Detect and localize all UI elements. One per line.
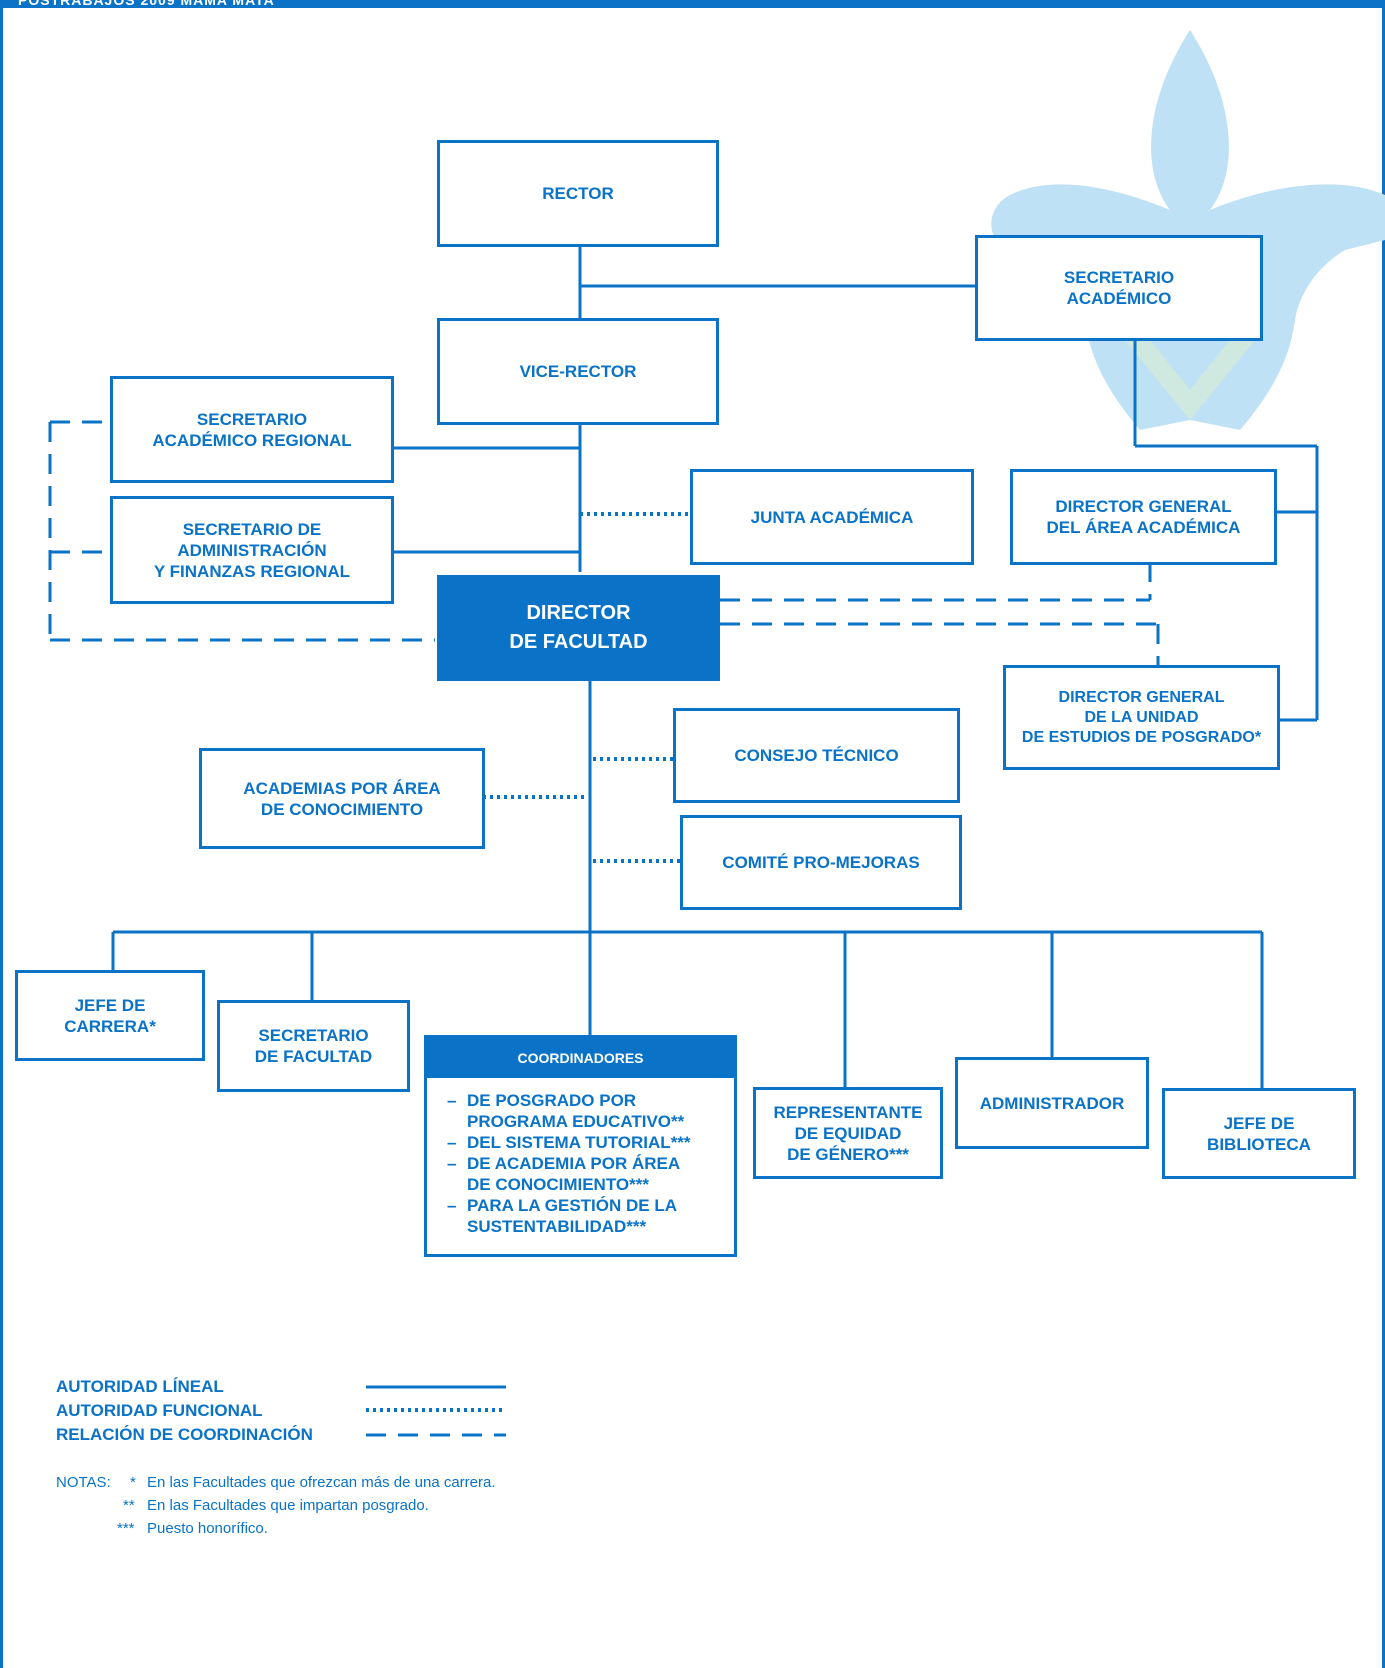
- frame-right-border: [1382, 8, 1385, 1668]
- note-3-mark: ***: [117, 1520, 135, 1537]
- note-2-text: En las Facultades que impartan posgrado.: [147, 1497, 429, 1514]
- coordinador-item: DEL SISTEMA TUTORIAL***: [467, 1133, 691, 1152]
- director-general-area-label: DIRECTOR GENERAL DEL ÁREA ACADÉMICA: [1046, 497, 1241, 537]
- representante-label: REPRESENTANTE DE EQUIDAD DE GÉNERO***: [773, 1102, 923, 1164]
- jefe-carrera-label: JEFE DE CARRERA*: [64, 995, 156, 1036]
- header-title: POSTRABAJOS 2009 MAMA MATA: [18, 0, 275, 8]
- comite-label: COMITÉ PRO-MEJORAS: [722, 853, 920, 872]
- box-coordinadores: COORDINADORES –DE POSGRADO POR PROGRAMA …: [424, 1035, 737, 1257]
- director-facultad-label: DIRECTOR DE FACULTAD: [509, 602, 648, 653]
- legend-coordinacion-label: RELACIÓN DE COORDINACIÓN: [56, 1425, 313, 1444]
- legend-lineal-label: AUTORIDAD LÍNEAL: [56, 1377, 224, 1396]
- box-director-general-area: DIRECTOR GENERAL DEL ÁREA ACADÉMICA: [1010, 469, 1277, 565]
- list-item: –DE POSGRADO POR PROGRAMA EDUCATIVO**: [447, 1091, 685, 1131]
- box-rector: RECTOR: [437, 140, 719, 247]
- note-3-text: Puesto honorífico.: [147, 1520, 268, 1537]
- box-comite: COMITÉ PRO-MEJORAS: [680, 815, 962, 910]
- box-consejo-tecnico: CONSEJO TÉCNICO: [673, 708, 960, 803]
- box-secretario-academico: SECRETARIO ACADÉMICO: [975, 235, 1263, 341]
- list-item: –DEL SISTEMA TUTORIAL***: [447, 1133, 691, 1152]
- frame-left-border: [0, 8, 3, 1668]
- consejo-tecnico-label: CONSEJO TÉCNICO: [734, 746, 899, 765]
- junta-academica-label: JUNTA ACADÉMICA: [750, 507, 914, 527]
- flower-logo-icon: [991, 30, 1385, 430]
- secretario-academico-regional-label: SECRETARIO ACADÉMICO REGIONAL: [152, 409, 352, 450]
- academias-label: ACADEMIAS POR ÁREA DE CONOCIMIENTO: [243, 778, 441, 819]
- director-general-posgrado-label: DIRECTOR GENERAL DE LA UNIDAD DE ESTUDIO…: [1021, 688, 1262, 746]
- legend-funcional-label: AUTORIDAD FUNCIONAL: [56, 1401, 263, 1420]
- box-administrador: ADMINISTRADOR: [955, 1057, 1149, 1149]
- note-2-mark: **: [123, 1497, 135, 1514]
- box-jefe-carrera: JEFE DE CARRERA*: [15, 970, 205, 1061]
- coordinadores-title: COORDINADORES: [427, 1038, 734, 1078]
- header-bar: POSTRABAJOS 2009 MAMA MATA: [0, 0, 1385, 8]
- box-secretario-academico-regional: SECRETARIO ACADÉMICO REGIONAL: [110, 376, 394, 483]
- box-secretario-admin-finanzas: SECRETARIO DE ADMINISTRACIÓN Y FINANZAS …: [110, 496, 394, 604]
- coordinador-item: DE ACADEMIA POR ÁREA DE CONOCIMIENTO***: [467, 1154, 681, 1194]
- box-director-facultad: DIRECTOR DE FACULTAD: [437, 575, 720, 681]
- secretario-admin-finanzas-label: SECRETARIO DE ADMINISTRACIÓN Y FINANZAS …: [153, 519, 351, 581]
- box-secretario-facultad: SECRETARIO DE FACULTAD: [217, 1000, 410, 1092]
- secretario-facultad-label: SECRETARIO DE FACULTAD: [254, 1026, 373, 1066]
- note-1-text: En las Facultades que ofrezcan más de un…: [147, 1474, 496, 1491]
- box-academias: ACADEMIAS POR ÁREA DE CONOCIMIENTO: [199, 748, 485, 849]
- list-item: –DE ACADEMIA POR ÁREA DE CONOCIMIENTO***: [447, 1154, 681, 1194]
- list-item: –PARA LA GESTIÓN DE LA SUSTENTABILIDAD**…: [447, 1196, 677, 1236]
- box-representante: REPRESENTANTE DE EQUIDAD DE GÉNERO***: [753, 1087, 943, 1179]
- notes-label: NOTAS:: [56, 1474, 111, 1491]
- coordinadores-list: –DE POSGRADO POR PROGRAMA EDUCATIVO** –D…: [427, 1078, 734, 1237]
- coordinador-item: DE POSGRADO POR PROGRAMA EDUCATIVO**: [467, 1091, 685, 1131]
- coordinador-item: PARA LA GESTIÓN DE LA SUSTENTABILIDAD***: [467, 1196, 677, 1236]
- box-director-general-posgrado: DIRECTOR GENERAL DE LA UNIDAD DE ESTUDIO…: [1003, 665, 1280, 770]
- note-1-mark: *: [130, 1474, 136, 1491]
- rector-label: RECTOR: [542, 184, 614, 203]
- administrador-label: ADMINISTRADOR: [979, 1093, 1125, 1113]
- box-jefe-biblioteca: JEFE DE BIBLIOTECA: [1162, 1088, 1356, 1179]
- box-junta-academica: JUNTA ACADÉMICA: [690, 469, 974, 565]
- box-vice-rector: VICE-RECTOR: [437, 318, 719, 425]
- jefe-biblioteca-label: JEFE DE BIBLIOTECA: [1207, 1113, 1311, 1154]
- secretario-academico-label: SECRETARIO ACADÉMICO: [1063, 268, 1175, 308]
- vice-rector-label: VICE-RECTOR: [519, 362, 637, 381]
